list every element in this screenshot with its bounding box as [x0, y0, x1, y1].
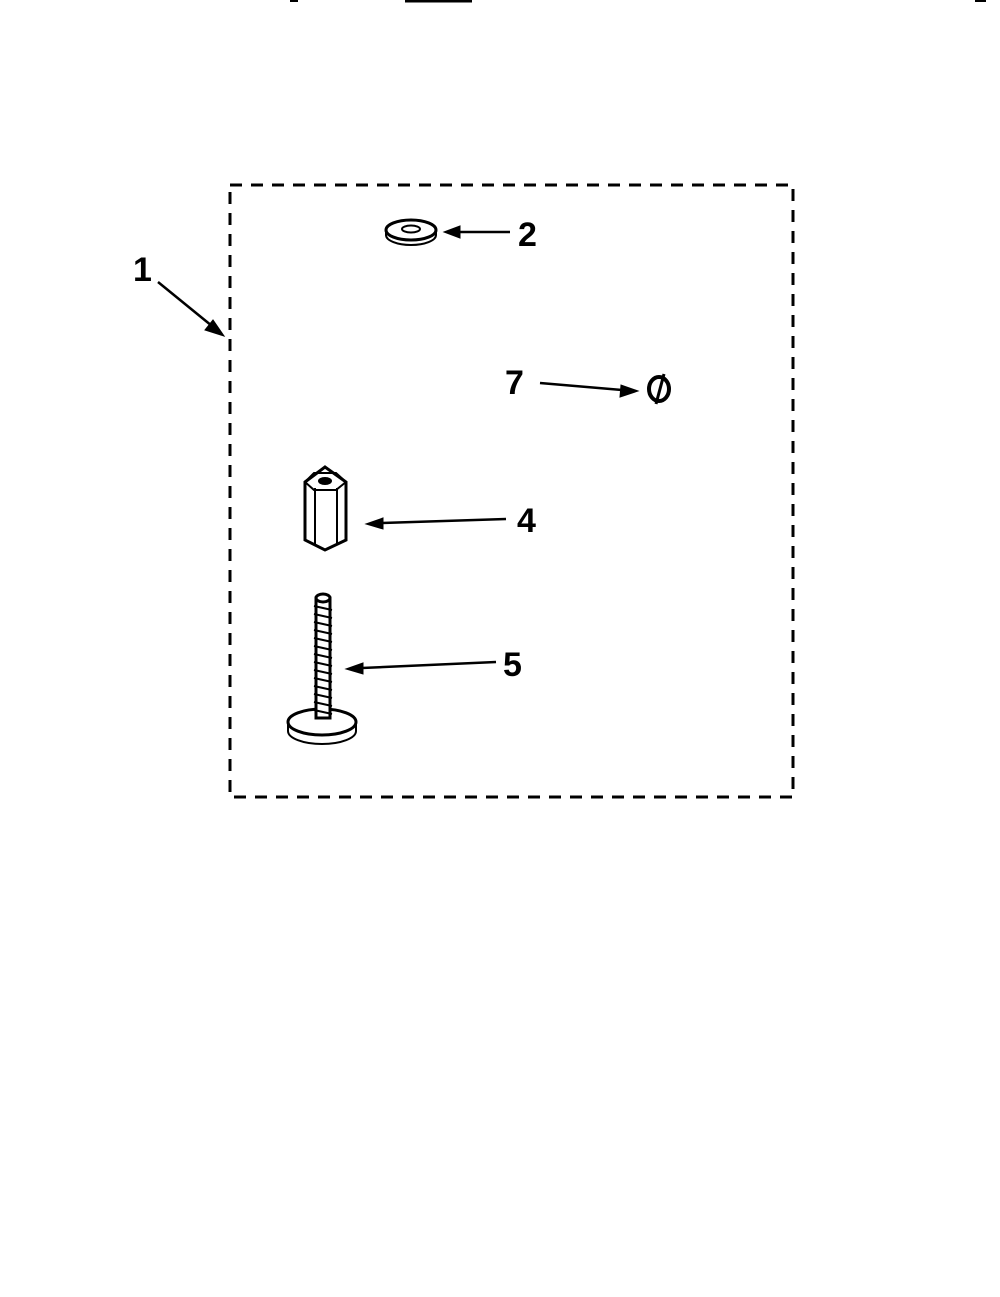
arrowhead-spacer: [364, 517, 384, 530]
screw-part: [286, 592, 358, 745]
leader-spacer: [381, 517, 507, 525]
callout-clip: 7: [505, 364, 524, 402]
callout-spacer: 4: [517, 502, 536, 540]
arrowhead-washer: [442, 225, 461, 239]
kit-boundary: [228, 183, 795, 799]
washer-part: [384, 218, 438, 246]
callout-kit: 1: [133, 251, 152, 289]
arrowhead-screw: [344, 662, 364, 675]
leader-screw: [361, 660, 497, 670]
screw-threads: [313, 605, 333, 715]
leader-kit: [157, 281, 213, 327]
clip-part: [647, 373, 671, 405]
hex-spacer-part: [303, 465, 348, 552]
arrowhead-kit: [204, 319, 226, 337]
callout-screw: 5: [503, 646, 522, 684]
arrowhead-clip: [619, 384, 640, 398]
callout-washer: 2: [518, 216, 537, 254]
leader-clip: [539, 381, 623, 392]
